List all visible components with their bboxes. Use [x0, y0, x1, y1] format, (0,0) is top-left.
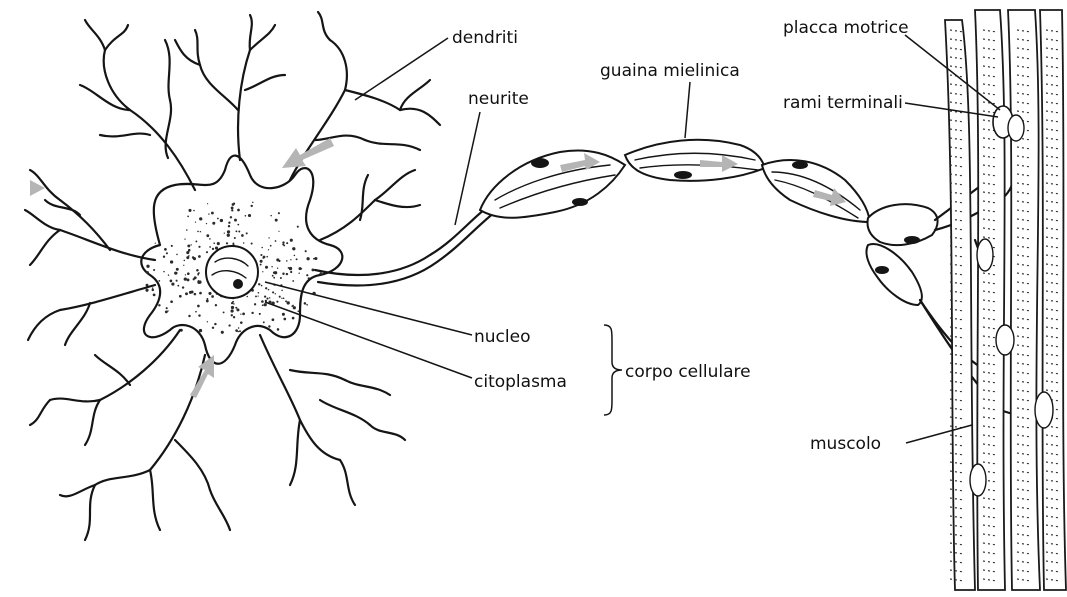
label-placca-motrice: placca motrice: [783, 18, 909, 38]
corpo-cellulare-brace: [604, 325, 622, 415]
label-guaina-mielinica: guaina mielinica: [600, 61, 740, 81]
label-muscolo: muscolo: [810, 434, 881, 454]
label-dendriti: dendriti: [452, 28, 518, 48]
nucleus: [206, 246, 258, 298]
label-neurite: neurite: [468, 89, 529, 109]
label-citoplasma: citoplasma: [474, 372, 567, 392]
label-corpo-cellulare: corpo cellulare: [625, 362, 751, 382]
label-rami-terminali: rami terminali: [783, 93, 903, 113]
label-nucleo: nucleo: [474, 327, 530, 347]
axon: [315, 205, 495, 286]
labels: dendriti neurite guaina mielinica placca…: [452, 18, 909, 454]
